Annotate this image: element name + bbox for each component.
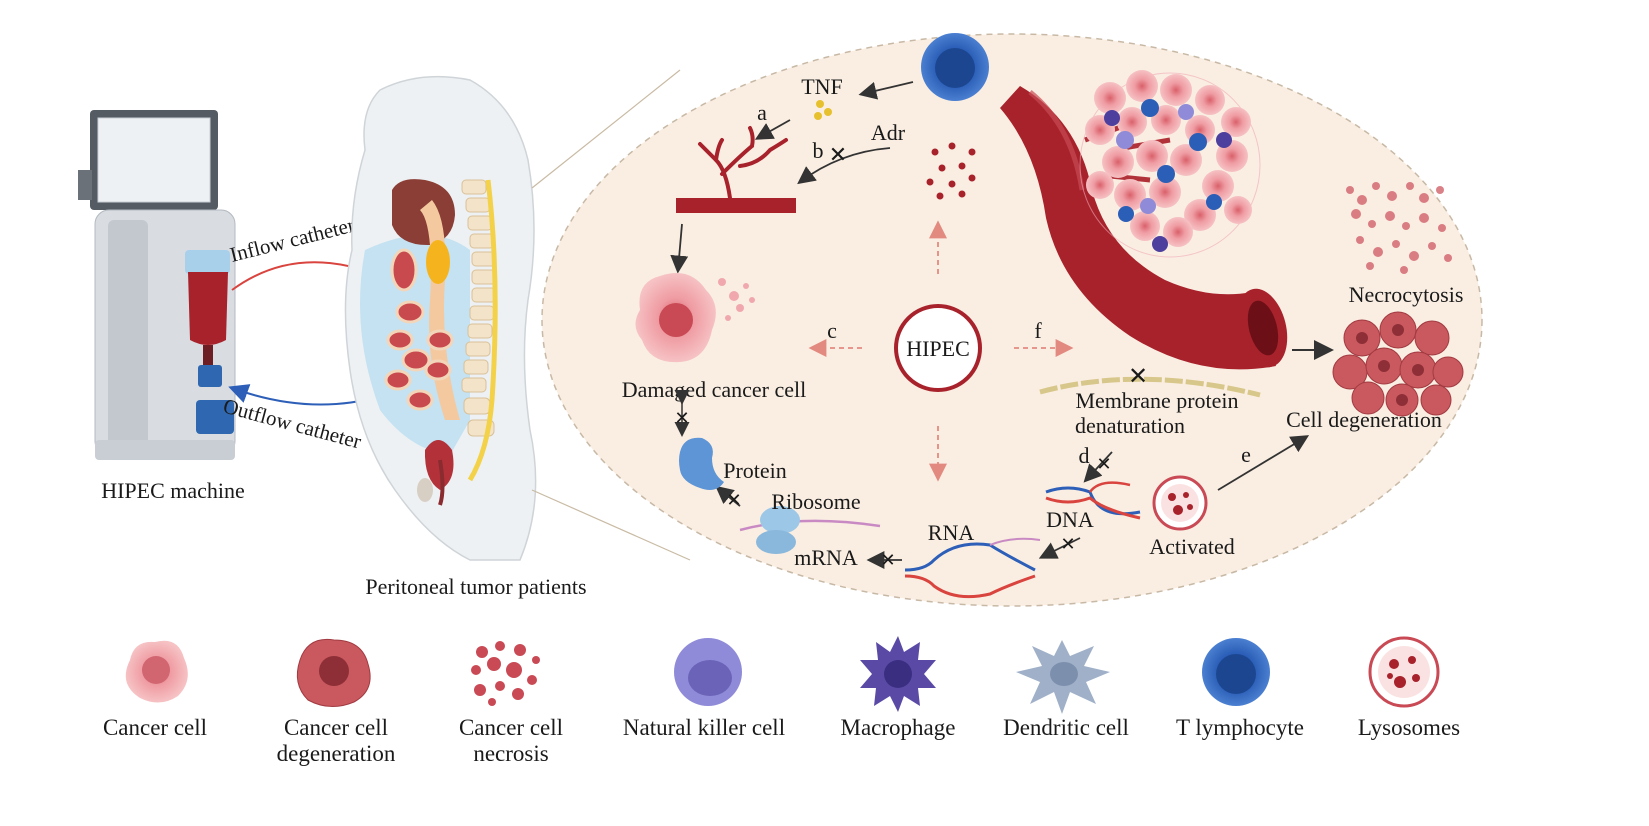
protein-label: Protein: [723, 458, 787, 483]
mrna-strand: [739, 519, 881, 532]
legend-label-cancer-cell: Cancer cell: [103, 715, 207, 740]
legend-label-macrophage: Macrophage: [841, 715, 956, 740]
cell-membrane: [1039, 376, 1261, 398]
blood-bag: [188, 272, 228, 345]
patient-body: [344, 75, 537, 561]
dna-to-rna-arrow: [1038, 537, 1081, 559]
legend-cancer-cell-icon: [125, 640, 188, 703]
damaged-cancer-cell: [635, 273, 755, 363]
legend-label-natural-killer-cell: Natural killer cell: [623, 715, 785, 740]
inhibit-mark-ribosome: ✕: [726, 490, 741, 510]
pathway-f-label: f: [1034, 318, 1042, 343]
activated-label: Activated: [1149, 534, 1235, 559]
hipec-machine-label: HIPEC machine: [101, 478, 245, 503]
inhibit-mark-protein: ✕: [674, 408, 689, 428]
ribosome-label: Ribosome: [771, 489, 860, 514]
vessel-branch: [676, 126, 796, 213]
degeneration-cells: [1332, 311, 1464, 417]
ribosome-to-protein-arrow: [715, 485, 741, 507]
dna-strand: [1045, 481, 1141, 520]
arrow-e: [1217, 435, 1310, 491]
mrna-label: mRNA: [794, 545, 858, 570]
tnf-particles: [814, 100, 832, 120]
t-lymphocyte-nucleus: [935, 48, 975, 88]
arrow-b: [797, 147, 891, 185]
ribosome-small-subunit: [756, 530, 796, 554]
legend-label-cancer-cell-necrosis-2: necrosis: [473, 741, 548, 766]
inflow-catheter-label: Inflow catheter: [227, 213, 357, 267]
pathway-b-label: b: [813, 138, 824, 163]
inhibit-mark-rna: ✕: [880, 550, 895, 570]
legend-label-t-lymphocyte: T lymphocyte: [1176, 715, 1304, 740]
lysosome-granules: [1168, 492, 1193, 515]
legend-t-lymphocyte-icon: [1202, 638, 1270, 706]
legend-cancer-cell-degeneration-icon: [296, 638, 371, 707]
rna-bubble: [904, 537, 1041, 599]
pathway-c-label: c: [827, 318, 837, 343]
mechanism-oval: [541, 33, 1483, 607]
vessel-to-damaged-arrow: [670, 223, 689, 274]
legend-label-cancer-cell-necrosis-1: Cancer cell: [459, 715, 563, 740]
t-to-tnf-arrow: [858, 81, 914, 100]
legend-label-cancer-cell-degeneration-2: degeneration: [277, 741, 396, 766]
hipec-center-circle: [894, 304, 982, 392]
inhibit-mark-membrane: ✕: [1128, 364, 1148, 390]
cell-degeneration-label: Cell degeneration: [1286, 407, 1442, 432]
legend-natural-killer-cell-icon: [674, 638, 742, 706]
legend-label-dendritic-cell: Dendritic cell: [1003, 715, 1129, 740]
iv-bag-top: [185, 250, 230, 274]
zoom-line-top: [531, 69, 681, 189]
protein-shape: [679, 437, 724, 490]
inhibit-mark-b: ✕: [829, 142, 847, 167]
legend-dendritic-cell-icon: [1016, 640, 1110, 714]
tumor-cluster: [1079, 70, 1261, 258]
patient-label: Peritoneal tumor patients: [365, 574, 586, 599]
adr-label: Adr: [871, 120, 906, 145]
membrane-protein-label-1: Membrane protein: [1075, 388, 1238, 413]
hipec-machine: [78, 110, 236, 460]
pathway-d-label: d: [1079, 443, 1090, 468]
legend: [125, 636, 1440, 714]
tnf-label: TNF: [801, 74, 843, 99]
lysosome-inner: [1161, 484, 1199, 522]
pathway-a-label: a: [757, 100, 767, 125]
inhibit-mark-dna: ✕: [1060, 534, 1075, 554]
necrosis-cells: [1346, 182, 1452, 274]
dna-label: DNA: [1046, 507, 1094, 532]
legend-label-lysosomes: Lysosomes: [1358, 715, 1460, 740]
ribosome-large-subunit: [760, 506, 800, 534]
arrow-d: [1083, 451, 1113, 483]
damaged-cancer-cell-label: Damaged cancer cell: [622, 377, 806, 402]
blood-vessel: [1000, 86, 1288, 370]
legend-macrophage-icon: [860, 636, 936, 712]
adr-particles: [926, 142, 976, 200]
rna-label: RNA: [928, 520, 975, 545]
inhibit-mark-d: ✕: [1096, 454, 1111, 474]
legend-label-cancer-cell-degeneration-1: Cancer cell: [284, 715, 388, 740]
hipec-center-label: HIPEC: [906, 336, 970, 361]
pathway-e-label: e: [1241, 442, 1251, 467]
membrane-protein-label-2: denaturation: [1075, 413, 1185, 438]
legend-lysosomes-icon: [1368, 636, 1440, 708]
zoom-line-bottom: [531, 489, 691, 561]
legend-cancer-cell-necrosis-icon: [471, 641, 540, 706]
necrocytosis-label: Necrocytosis: [1349, 282, 1464, 307]
arrow-a: [754, 119, 791, 140]
